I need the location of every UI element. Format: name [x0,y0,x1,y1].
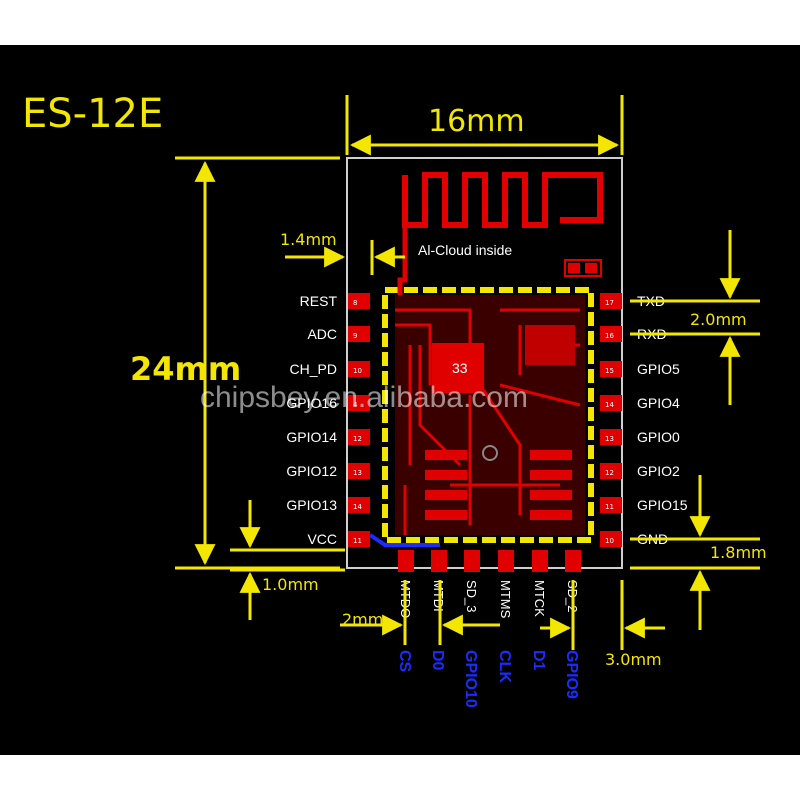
left-pad-8 [348,531,370,547]
left-pad-5 [348,429,370,445]
module-title: ES-12E [22,91,163,137]
right-pin-label-7: GPIO15 [637,497,688,513]
right-pad-6 [600,463,622,479]
left-pad-num-1: 8 [353,299,357,307]
right-pad-num-6: 12 [605,469,614,477]
antenna-feed [397,225,408,295]
flash-dot [482,445,498,461]
left-pad-3 [348,361,370,377]
antenna-offset-label: 1.4mm [280,230,337,249]
blue-trace [368,533,440,547]
right-pad-num-2: 16 [605,332,614,340]
right-offset-label: 3.0mm [605,650,662,669]
right-pin-label-6: GPIO2 [637,463,680,479]
bottom-pin-label-3: SD_3 [464,580,479,613]
left-pin-label-4: GPIO16 [286,395,337,411]
right-pad-num-4: 14 [605,401,614,409]
right-pin-label-4: GPIO4 [637,395,680,411]
right-pad-5 [600,429,622,445]
left-pad-6 [348,463,370,479]
right-pin-group: 17 16 15 14 13 12 11 10 TXD RXD GPIO5 GP… [600,293,688,547]
dimension-lines [175,95,760,650]
right-pin-label-5: GPIO0 [637,429,680,445]
flash-pads [425,450,572,520]
left-pad-num-8: 11 [353,537,362,545]
left-pad-1 [348,293,370,309]
right-pad-7 [600,497,622,513]
left-pin-label-6: GPIO12 [286,463,337,479]
right-pad-num-5: 13 [605,435,614,443]
left-pin-label-5: GPIO14 [286,429,337,445]
right-pad-num-7: 11 [605,503,614,511]
bottom-pin-label-5: MTCK [532,580,547,617]
diagram-canvas: ES-12E Al-Cloud inside 33 [0,45,800,755]
bottom-pad-1 [398,550,414,572]
bottom-pin-label-4: MTMS [498,580,513,619]
bottom-pad-2 [431,550,447,572]
right-pad-2 [600,326,622,342]
module-diagram: ES-12E Al-Cloud inside 33 [22,91,767,708]
chip-label: 33 [452,360,468,376]
left-pad-num-5: 12 [353,435,362,443]
pin-pitch-label: 2.0mm [690,310,747,329]
left-pad-num-3: 10 [353,367,362,375]
gnd-offset-label: 1.8mm [710,543,767,562]
component-block [525,325,575,365]
antenna-label: Al-Cloud inside [418,242,512,258]
height-label: 24mm [130,350,241,388]
bottom-pin-alt-6: GPIO9 [563,650,580,699]
left-pin-label-8: VCC [307,531,337,547]
watermark: chipsbey.en.alibaba.com [200,381,528,414]
bottom-pin-alt-3: GPIO10 [462,650,479,708]
left-pin-label-3: CH_PD [290,361,337,377]
right-pad-8 [600,531,622,547]
antenna-trace [402,172,603,228]
right-pad-3 [600,361,622,377]
esp-chip [432,343,484,393]
left-pad-2 [348,326,370,342]
left-pin-label-7: GPIO13 [286,497,337,513]
bottom-pin-group: MTDO MTDI SD_3 MTMS MTCK SD_2 CS D0 GPIO… [396,550,581,708]
left-pin-group: 8 9 10 4 12 13 14 11 REST ADC CH_PD GPIO… [286,293,370,547]
left-pad-num-4: 4 [353,401,358,409]
component-pad [564,259,602,277]
right-pad-num-1: 17 [605,299,614,307]
bottom-pin-alt-4: CLK [496,650,513,683]
left-pad-num-6: 13 [353,469,362,477]
left-pin-label-2: ADC [307,326,337,342]
bottom-pad-4 [498,550,514,572]
bottom-pad-3 [464,550,480,572]
right-pad-4 [600,395,622,411]
bottom-pitch-label: 2mm [342,610,383,629]
right-pad-num-8: 10 [605,537,614,545]
right-pad-1 [600,293,622,309]
bottom-pad-5 [532,550,548,572]
shield-outline [382,287,594,543]
left-pad-num-7: 14 [353,503,362,511]
bottom-pin-alt-1: CS [396,650,413,673]
left-pad-4 [348,395,370,411]
bottom-offset-label: 1.0mm [262,575,319,594]
bottom-pin-alt-2: D0 [429,650,446,671]
left-pin-label-1: REST [300,293,338,309]
right-pad-num-3: 15 [605,367,614,375]
left-pad-num-2: 9 [353,332,357,340]
left-pad-7 [348,497,370,513]
right-pin-label-3: GPIO5 [637,361,680,377]
bottom-pad-6 [565,550,581,572]
bottom-pin-alt-5: D1 [530,650,547,671]
width-label: 16mm [428,104,525,139]
